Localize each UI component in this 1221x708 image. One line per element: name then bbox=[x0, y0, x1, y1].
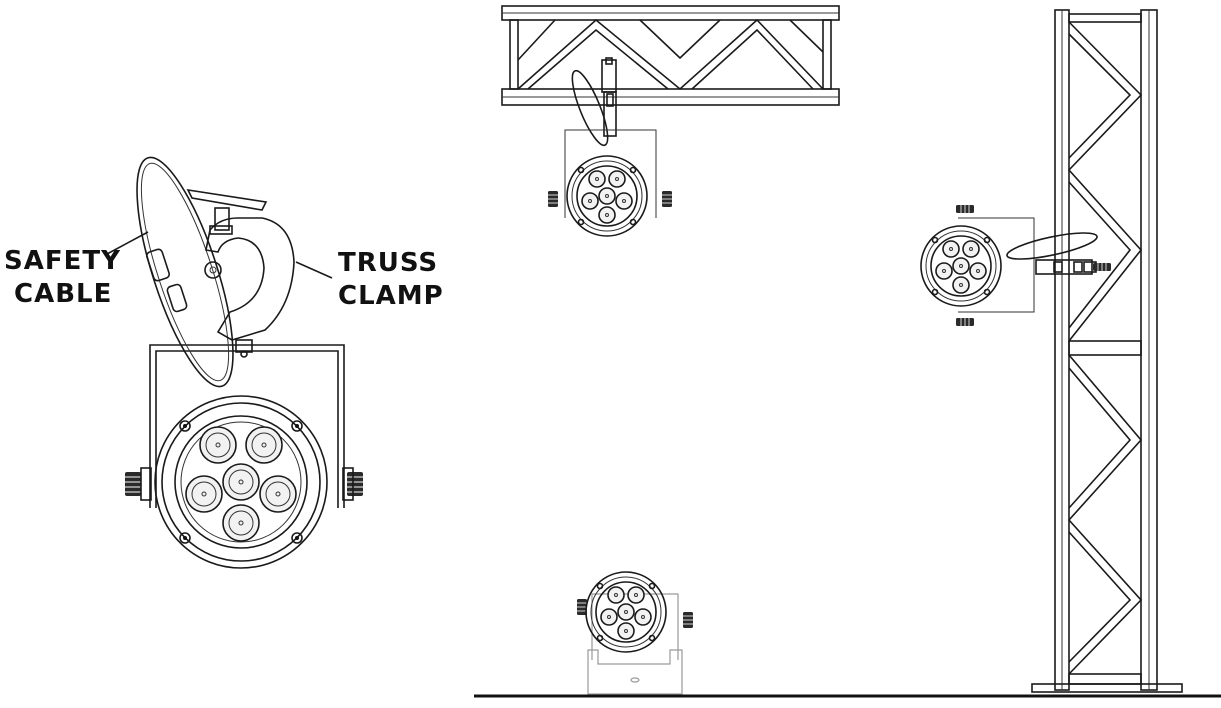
safety-cable-label-line1: SAFETY bbox=[4, 246, 121, 276]
truss-clamp-leader bbox=[295, 261, 333, 279]
safety-cable-leader bbox=[106, 231, 149, 255]
truss-clamp-label: TRUSS CLAMP bbox=[338, 247, 444, 313]
left-tilt-knob bbox=[124, 471, 142, 497]
safety-cable-label-line2: CABLE bbox=[14, 279, 113, 309]
hanging-fixture bbox=[547, 57, 673, 237]
safety-cable-loop bbox=[136, 156, 234, 388]
truss-clamp bbox=[186, 188, 295, 358]
vertical-truss bbox=[1031, 9, 1183, 693]
detail-fixture bbox=[106, 156, 364, 568]
safety-cable-label: SAFETY CABLE bbox=[4, 245, 121, 311]
horizontal-truss bbox=[501, 5, 840, 106]
truss-clamp-label-line1: TRUSS bbox=[338, 248, 439, 278]
truss-clamp-label-line2: CLAMP bbox=[338, 281, 444, 311]
right-tilt-knob bbox=[346, 471, 364, 497]
floor-fixture bbox=[576, 571, 694, 695]
side-mounted-fixture bbox=[920, 204, 1112, 327]
